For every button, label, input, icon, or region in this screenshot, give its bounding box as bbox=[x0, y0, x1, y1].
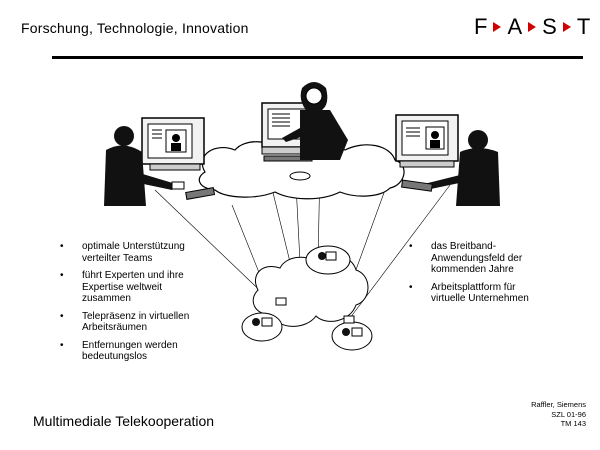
bullet-dot: • bbox=[60, 241, 64, 252]
bullet-dot: • bbox=[60, 270, 64, 281]
logo-letter-s: S bbox=[542, 14, 557, 39]
logo-letter-t: T bbox=[576, 14, 591, 39]
logo-letter-a: A bbox=[507, 14, 523, 39]
left-bullet-list: • optimale Unterstützung verteilter Teams… bbox=[60, 241, 202, 369]
bullet-text: optimale Unterstützung verteilter Teams bbox=[82, 241, 185, 264]
slide-title: Multimediale Telekooperation bbox=[33, 413, 215, 429]
page-header-title: Forschung, Technologie, Innovation bbox=[21, 20, 249, 36]
network-cloud-top bbox=[198, 141, 405, 200]
center-person-head bbox=[305, 87, 323, 105]
left-person-head bbox=[114, 126, 134, 146]
bullet-text: Arbeitsplattform für virtuelle Unternehm… bbox=[431, 281, 529, 305]
bullet-text: das Breitband-Anwendungsfeld der kommend… bbox=[431, 241, 523, 275]
credits-block: Raffler, Siemens SZL 01-96 TM 143 bbox=[531, 400, 586, 429]
right-workstation bbox=[395, 114, 500, 206]
logo-arrow-3 bbox=[562, 22, 571, 32]
right-bullet-list: • das Breitband-Anwendungsfeld der kommen… bbox=[409, 241, 541, 311]
left-workstation bbox=[104, 117, 216, 206]
bullet-dot: • bbox=[409, 241, 413, 252]
right-bullet-item: • Arbeitsplattform für virtuelle Unterneh… bbox=[409, 281, 541, 305]
header-divider bbox=[52, 56, 583, 59]
left-bullet-item: • Telepräsenz in virtuellen Arbeitsräumen bbox=[60, 310, 202, 334]
telecooperation-illustration bbox=[104, 82, 500, 351]
center-workstation bbox=[261, 82, 348, 181]
logo-arrow-1 bbox=[493, 22, 502, 32]
bullet-dot: • bbox=[60, 339, 64, 351]
left-bullet-item: • Entfernungen werden bedeutungslos bbox=[60, 339, 202, 363]
left-bullet-item: • führt Experten und ihre Expertise weltw… bbox=[60, 270, 202, 305]
logo-letter-f: F bbox=[474, 14, 488, 39]
bullet-text: Entfernungen werden bedeutungslos bbox=[82, 339, 178, 363]
credit-line: Raffler, Siemens bbox=[531, 400, 586, 409]
credit-line: SZL 01-96 bbox=[551, 409, 586, 419]
left-bullet-item: • optimale Unterstützung verteilter Teams bbox=[60, 241, 202, 264]
right-bullet-item: • das Breitband-Anwendungsfeld der kommen… bbox=[409, 241, 541, 276]
left-person-body bbox=[104, 145, 146, 206]
bullet-dot: • bbox=[60, 310, 64, 322]
fast-logo: F A S T bbox=[474, 16, 590, 38]
right-person-head bbox=[468, 130, 488, 150]
credit-line: TM 143 bbox=[560, 419, 586, 428]
bullet-text: führt Experten und ihre Expertise weltwe… bbox=[82, 270, 184, 304]
center-person-body bbox=[300, 110, 348, 160]
small-network-cluster bbox=[241, 245, 373, 351]
right-person-body bbox=[456, 148, 500, 206]
logo-arrow-2 bbox=[528, 22, 537, 32]
bullet-dot: • bbox=[409, 281, 413, 293]
bullet-text: Telepräsenz in virtuellen Arbeitsräumen bbox=[82, 310, 190, 334]
